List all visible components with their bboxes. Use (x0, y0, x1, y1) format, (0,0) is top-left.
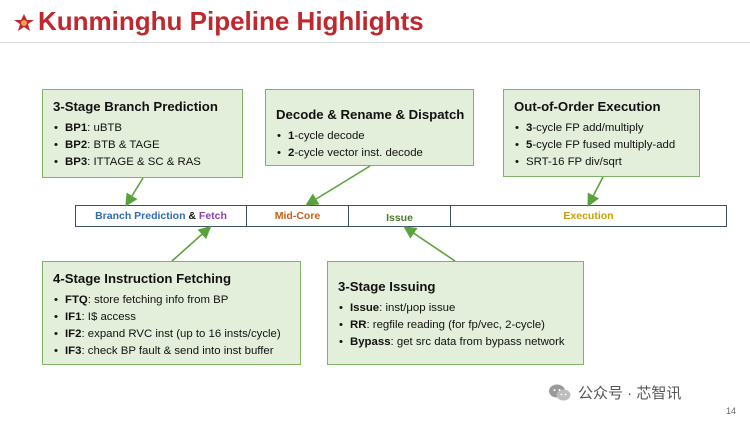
list-item: BP1: uBTB (54, 120, 232, 137)
branch-prediction-box: 3-Stage Branch Prediction BP1: uBTB BP2:… (42, 89, 243, 178)
box-heading: 3-Stage Branch Prediction (53, 99, 218, 114)
box-list: BP1: uBTB BP2: BTB & TAGE BP3: ITTAGE & … (53, 120, 232, 171)
list-item: SRT-16 FP div/sqrt (515, 154, 689, 171)
stage-label-midcore: Mid-Core (274, 210, 321, 222)
stage-label-fetch: Fetch (198, 210, 227, 222)
list-item: 1-cycle decode (277, 128, 463, 145)
pipeline-stage-issue: Issue (349, 206, 451, 226)
out-of-order-execution-box: Out-of-Order Execution 3-cycle FP add/mu… (503, 89, 700, 177)
arrow-issue-to-pipeline (403, 226, 456, 262)
list-item: IF2: expand RVC inst (up to 16 insts/cyc… (54, 326, 290, 343)
box-list: Issue: inst/μop issue RR: regfile readin… (338, 300, 573, 351)
list-item: BP2: BTB & TAGE (54, 137, 232, 154)
watermark-text: 公众号 · 芯智讯 (578, 385, 682, 402)
wechat-icon (549, 384, 571, 400)
page-title: Kunminghu Pipeline Highlights (38, 6, 424, 36)
issuing-box: 3-Stage Issuing Issue: inst/μop issue RR… (327, 261, 584, 365)
stage-label-issue: Issue (386, 211, 413, 224)
pipeline-stage-bp-fetch: Branch Prediction & Fetch (76, 206, 247, 226)
arrow-decode-to-pipeline (305, 165, 371, 206)
arrow-fetch-to-pipeline (171, 225, 212, 262)
box-heading: Out-of-Order Execution (514, 99, 661, 114)
arrow-ooo-to-pipeline (587, 176, 604, 207)
list-item: Bypass: get src data from bypass network (339, 334, 573, 351)
list-item: BP3: ITTAGE & SC & RAS (54, 154, 232, 171)
flower-logo-icon (14, 14, 34, 31)
box-heading: Decode & Rename & Dispatch (276, 107, 465, 122)
list-item: IF3: check BP fault & send into inst buf… (54, 343, 290, 360)
box-heading: 3-Stage Issuing (338, 279, 436, 294)
box-list: 3-cycle FP add/multiply 5-cycle FP fused… (514, 120, 689, 171)
box-list: FTQ: store fetching info from BP IF1: I$… (53, 292, 290, 360)
watermark: 公众号 · 芯智讯 (548, 382, 681, 403)
title-divider (0, 42, 750, 43)
list-item: 5-cycle FP fused multiply-add (515, 137, 689, 154)
list-item: 2-cycle vector inst. decode (277, 145, 463, 162)
box-heading: 4-Stage Instruction Fetching (53, 271, 232, 286)
pipeline-stage-midcore: Mid-Core (247, 206, 349, 226)
pipeline-bar: Branch Prediction & Fetch Mid-Core Issue… (75, 205, 727, 227)
list-item: RR: regfile reading (for fp/vec, 2-cycle… (339, 317, 573, 334)
list-item: IF1: I$ access (54, 309, 290, 326)
pipeline-stage-execution: Execution (451, 206, 726, 226)
instruction-fetching-box: 4-Stage Instruction Fetching FTQ: store … (42, 261, 301, 365)
stage-label-amp: & (185, 210, 199, 222)
arrow-bp-to-pipeline (125, 177, 144, 207)
list-item: Issue: inst/μop issue (339, 300, 573, 317)
list-item: 3-cycle FP add/multiply (515, 120, 689, 137)
stage-label-bp: Branch Prediction (95, 210, 186, 222)
list-item: FTQ: store fetching info from BP (54, 292, 290, 309)
stage-label-execution: Execution (563, 210, 614, 222)
page-number: 14 (726, 406, 737, 416)
box-list: 1-cycle decode 2-cycle vector inst. deco… (276, 128, 463, 162)
